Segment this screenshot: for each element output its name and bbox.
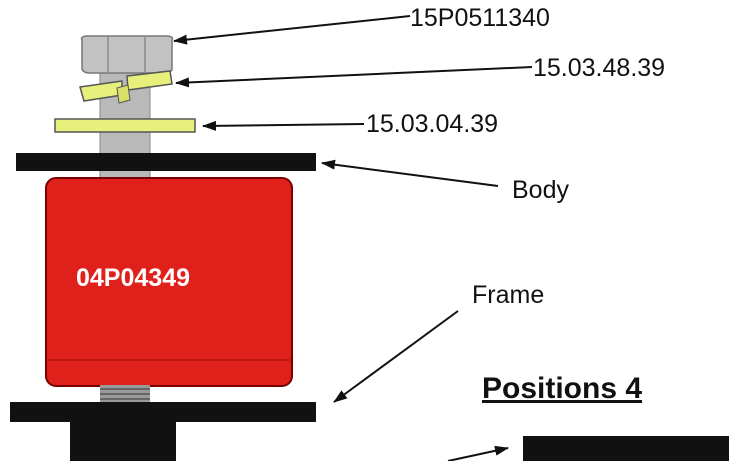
flat-washer [54, 118, 196, 133]
frame-foot [70, 421, 176, 461]
frame-plate [10, 402, 316, 422]
frame-callout: Frame [472, 281, 545, 309]
flat-washer-callout: 15.03.04.39 [366, 110, 499, 138]
flat-washer-leader-arrow [202, 120, 365, 131]
bolt-callout: 15P0511340 [410, 4, 550, 32]
body-plate [16, 153, 316, 171]
bolt-head [80, 35, 174, 74]
mount-part-number: 04P04349 [76, 264, 191, 292]
lock-washer-leader-arrow [175, 66, 533, 88]
section-heading-clip: Positions 4 [482, 370, 729, 414]
lower-bar [523, 436, 729, 461]
section-heading: Positions 4 [482, 372, 643, 405]
threaded-stud [100, 385, 150, 403]
bolt-leader-arrow [173, 15, 411, 45]
frame-leader-arrow [333, 310, 459, 403]
lock-washer-callout: 15.03.48.39 [533, 54, 666, 82]
rubber-mount [45, 177, 293, 387]
bottom-leader-arrow [447, 445, 509, 461]
lock-washer [79, 70, 173, 104]
body-leader-arrow [321, 159, 499, 187]
body-callout: Body [512, 176, 569, 204]
